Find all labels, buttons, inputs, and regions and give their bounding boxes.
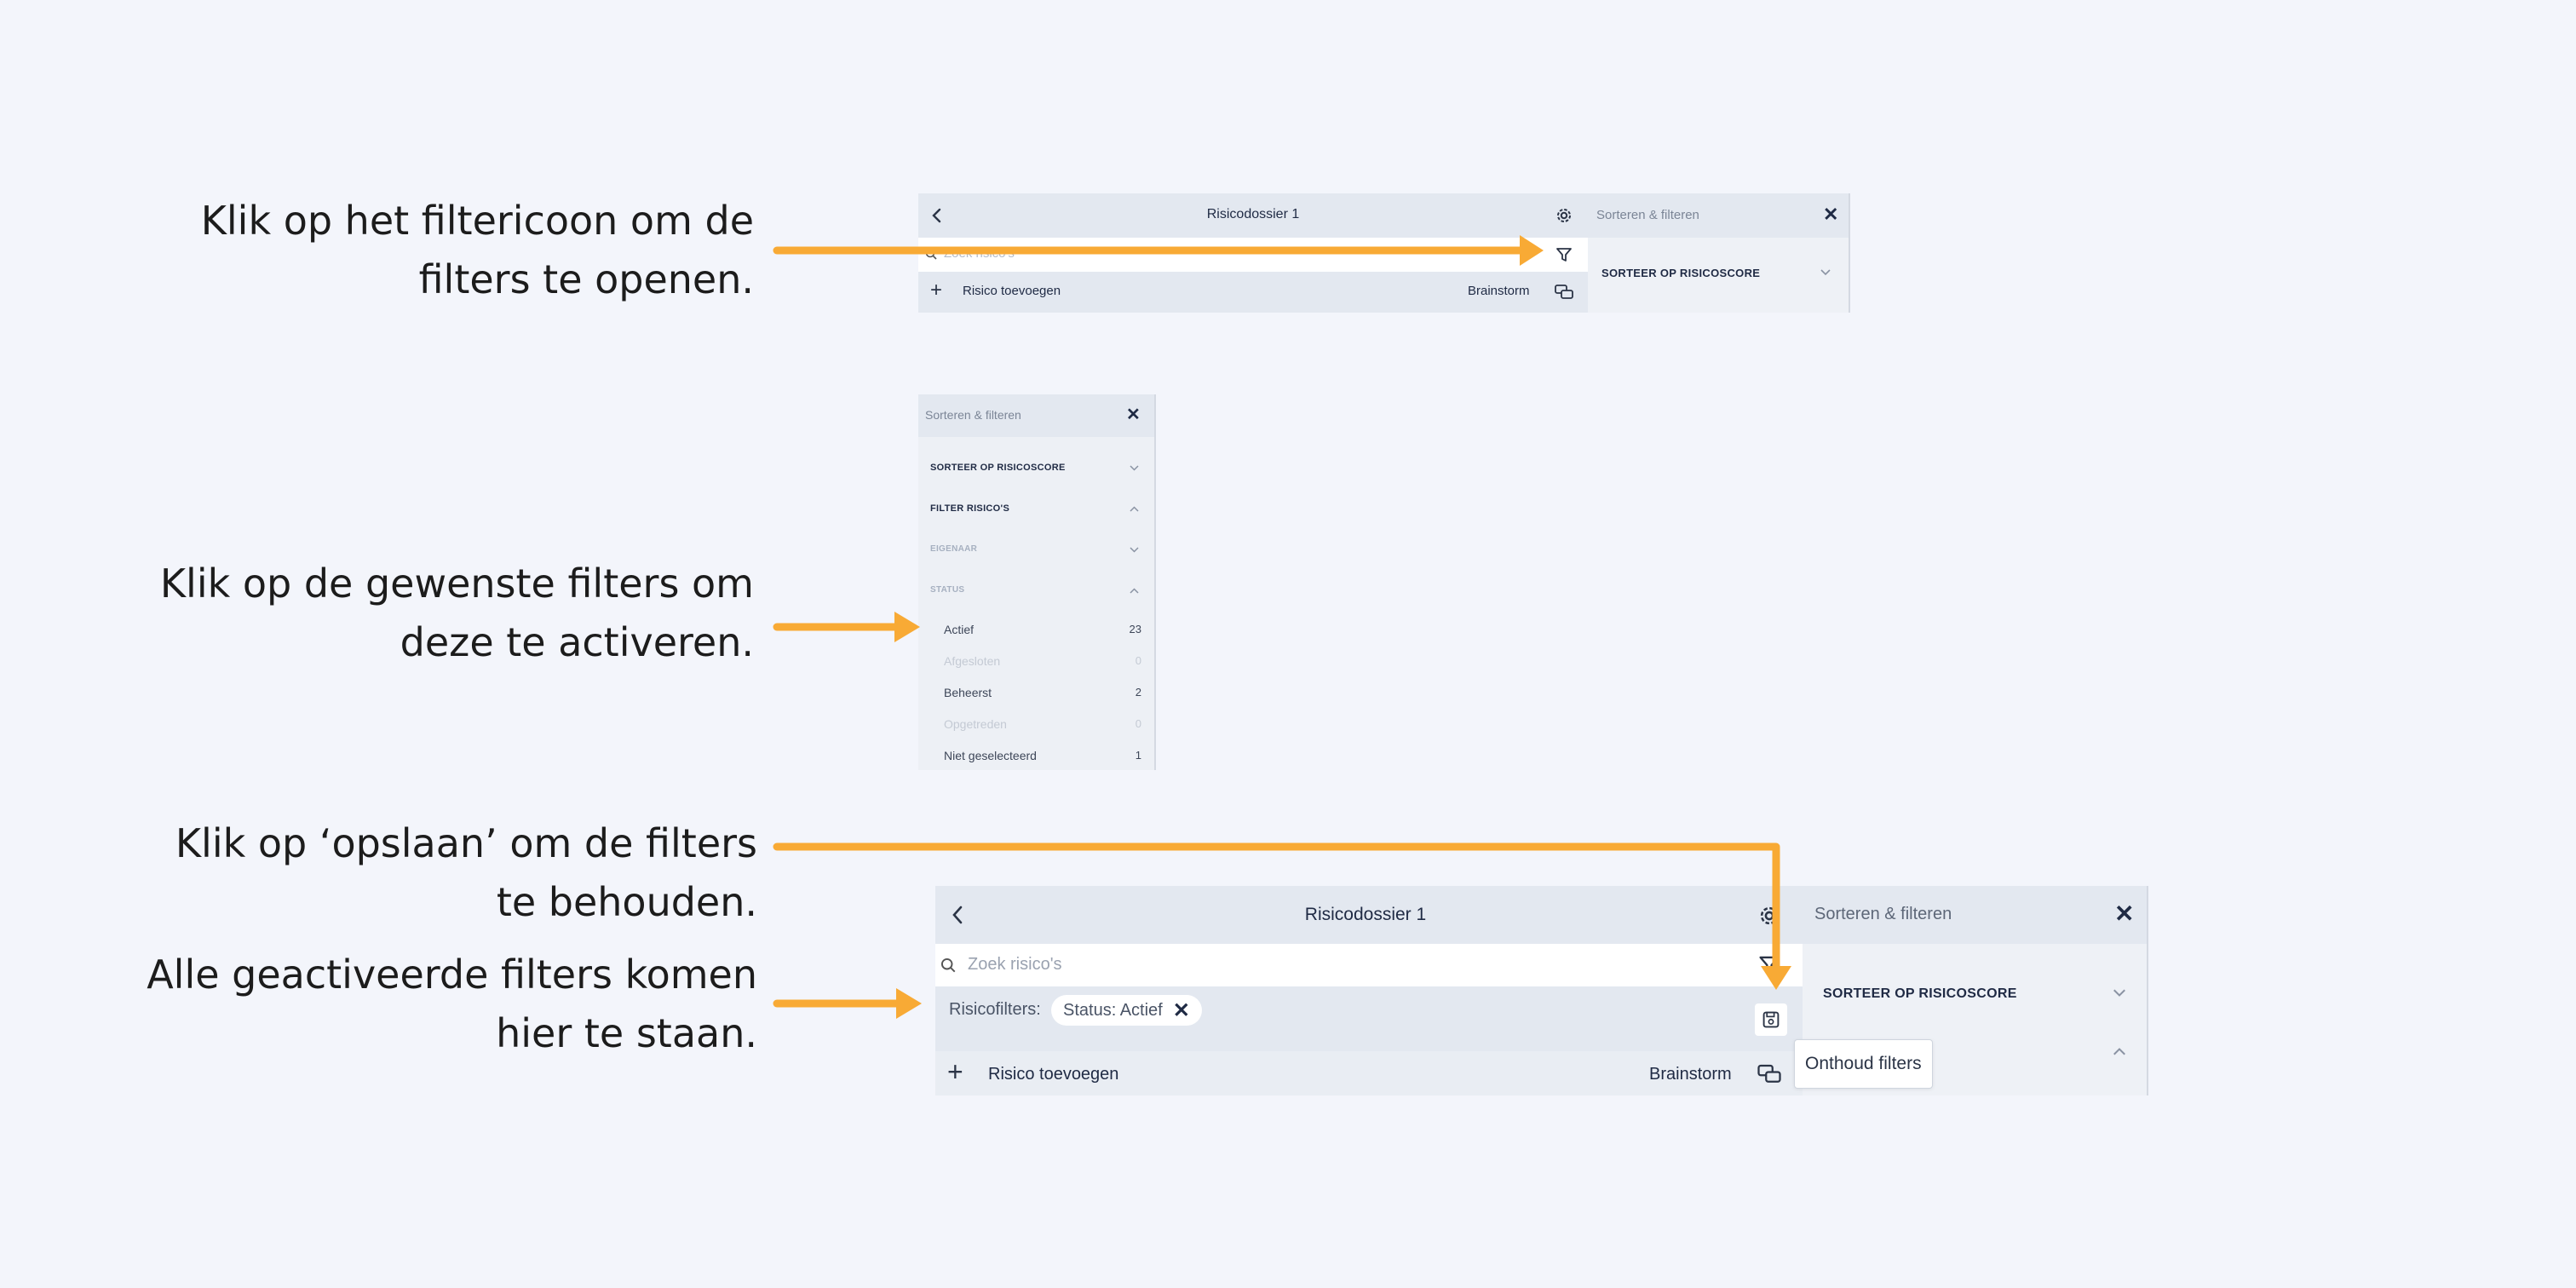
- filter-icon[interactable]: [1755, 951, 1784, 980]
- close-icon[interactable]: ✕: [2114, 900, 2135, 927]
- app-header: Risicodossier 1: [935, 886, 1803, 944]
- panel-header: Sorteren & filteren ✕: [1803, 886, 2147, 944]
- chevron-down-icon[interactable]: [1127, 461, 1141, 474]
- search-placeholder: Zoek risico's: [944, 246, 1015, 261]
- sort-filter-panel: Sorteren & filteren ✕ SORTEER OP RISICOS…: [1588, 193, 1850, 313]
- owner-section[interactable]: EIGENAAR: [930, 544, 978, 554]
- chevron-up-icon[interactable]: [2109, 1041, 2130, 1061]
- chip-label: Status: Actief: [1063, 1000, 1163, 1020]
- status-label: Actief: [944, 623, 975, 636]
- close-icon[interactable]: ✕: [1823, 204, 1839, 225]
- add-risk-row: + Risico toevoegen Brainstorm: [918, 272, 1588, 313]
- arrowhead: [894, 612, 920, 642]
- panel-header: Sorteren & filteren ✕: [1588, 193, 1849, 238]
- status-option-beheerst[interactable]: Beheerst 2: [944, 681, 1141, 706]
- instruction-step3: Klik op ‘opslaan’ om de filters te behou…: [175, 814, 757, 932]
- instruction-step2: Klik op de gewenste filters om deze te a…: [160, 555, 754, 672]
- arrowhead: [896, 988, 922, 1019]
- sort-filter-panel: Sorteren & filteren ✕ SORTEER OP RISICOS…: [1803, 886, 2148, 1095]
- sort-by-riskscore[interactable]: SORTEER OP RISICOSCORE: [1823, 986, 2017, 1001]
- save-filters-button[interactable]: [1755, 1003, 1787, 1036]
- instruction-line: hier te staan.: [496, 1010, 757, 1056]
- instruction-step1: Klik op het filtericoon om de filters te…: [201, 192, 754, 309]
- plus-icon[interactable]: +: [947, 1056, 963, 1087]
- add-risk-row: + Risico toevoegen Brainstorm: [935, 1051, 1803, 1095]
- panel-title: Sorteren & filteren: [1814, 905, 1952, 923]
- instruction-line: te behouden.: [496, 879, 757, 925]
- instruction-line: Klik op ‘opslaan’ om de filters: [175, 820, 757, 866]
- sort-by-riskscore[interactable]: SORTEER OP RISICOSCORE: [930, 463, 1066, 473]
- filter-icon[interactable]: [1552, 243, 1576, 267]
- close-icon[interactable]: ✕: [1126, 405, 1141, 424]
- filter-risks-section[interactable]: FILTER RISICO'S: [930, 503, 1010, 514]
- chevron-up-icon[interactable]: [1127, 502, 1141, 515]
- chat-bubbles-icon[interactable]: [1755, 1060, 1784, 1089]
- chevron-down-icon[interactable]: [1127, 543, 1141, 556]
- chevron-up-icon[interactable]: [1127, 584, 1141, 597]
- tooltip-remember-filters: Onthoud filters: [1794, 1039, 1933, 1089]
- panel-header: Sorteren & filteren ✕: [918, 394, 1154, 437]
- active-filters-row: Risicofilters: Status: Actief ✕: [935, 986, 1803, 1051]
- instruction-step4: Alle geactiveerde filters komen hier te …: [147, 946, 757, 1063]
- status-count: 23: [1129, 623, 1141, 635]
- instruction-line: Klik op de gewenste filters om: [159, 561, 754, 607]
- settings-gear-icon[interactable]: [1755, 901, 1784, 930]
- chevron-down-icon[interactable]: [1818, 265, 1833, 280]
- screenshot-top: Risicodossier 1 Zoek risico's + Risico t…: [918, 193, 1850, 313]
- add-risk-button[interactable]: Risico toevoegen: [963, 284, 1061, 298]
- instruction-line: filters te openen.: [418, 256, 754, 302]
- status-label: Niet geselecteerd: [944, 749, 1037, 762]
- filter-chip[interactable]: Status: Actief ✕: [1051, 995, 1202, 1026]
- sort-by-riskscore[interactable]: SORTEER OP RISICOSCORE: [1601, 267, 1761, 279]
- search-icon: [939, 956, 957, 975]
- panel-title: Sorteren & filteren: [925, 408, 1021, 422]
- add-risk-button[interactable]: Risico toevoegen: [988, 1065, 1119, 1084]
- status-label: Opgetreden: [944, 717, 1007, 731]
- back-chevron-icon[interactable]: [925, 204, 949, 227]
- plus-icon[interactable]: +: [930, 279, 943, 302]
- chat-bubbles-icon[interactable]: [1552, 280, 1576, 304]
- search-bar[interactable]: Zoek risico's: [935, 944, 1803, 986]
- settings-gear-icon[interactable]: [1552, 204, 1576, 227]
- status-count: 2: [1135, 686, 1141, 699]
- status-label: Beheerst: [944, 686, 992, 699]
- panel-title: Sorteren & filteren: [1596, 208, 1699, 222]
- search-icon: [923, 246, 939, 262]
- status-label: Afgesloten: [944, 654, 1001, 668]
- instruction-line: Klik op het filtericoon om de: [200, 198, 754, 244]
- search-placeholder: Zoek risico's: [968, 955, 1062, 974]
- page-title: Risicodossier 1: [1206, 207, 1300, 221]
- brainstorm-button[interactable]: Brainstorm: [1649, 1065, 1732, 1084]
- status-option-actief[interactable]: Actief 23: [944, 618, 1141, 643]
- brainstorm-button[interactable]: Brainstorm: [1468, 284, 1530, 298]
- chevron-down-icon[interactable]: [2109, 983, 2130, 1003]
- instruction-line: Alle geactiveerde filters komen: [147, 952, 757, 998]
- screenshot-middle: Sorteren & filteren ✕ SORTEER OP RISICOS…: [918, 394, 1156, 770]
- status-section[interactable]: STATUS: [930, 585, 965, 595]
- status-count: 0: [1135, 717, 1141, 730]
- app-header: Risicodossier 1: [918, 193, 1588, 238]
- filters-label: Risicofilters:: [949, 1000, 1041, 1019]
- chip-remove-icon[interactable]: ✕: [1172, 998, 1190, 1022]
- screenshot-bottom: Risicodossier 1 Zoek risico's Risicofilt…: [935, 886, 2148, 1095]
- status-count: 0: [1135, 654, 1141, 667]
- status-count: 1: [1135, 749, 1141, 762]
- search-bar[interactable]: Zoek risico's: [918, 238, 1588, 272]
- save-disk-icon: [1762, 1011, 1780, 1028]
- status-option-opgetreden[interactable]: Opgetreden 0: [944, 712, 1141, 738]
- status-option-afgesloten[interactable]: Afgesloten 0: [944, 649, 1141, 675]
- status-option-niet-geselecteerd[interactable]: Niet geselecteerd 1: [944, 744, 1141, 769]
- instruction-line: deze te activeren.: [400, 619, 754, 665]
- page-title: Risicodossier 1: [1304, 905, 1427, 924]
